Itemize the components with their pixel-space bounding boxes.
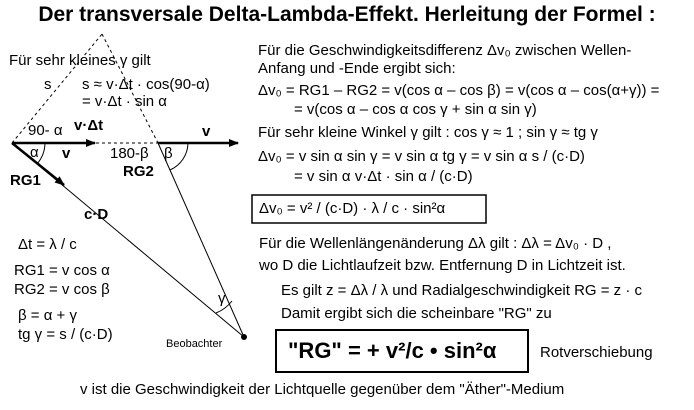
text-line-6: Δv₀ = v sin α sin γ = v sin α tg γ = v s… — [258, 148, 585, 165]
label-beta: β — [164, 145, 173, 162]
label-v-small: v — [62, 145, 71, 162]
formula-beta: β = α + γ — [18, 307, 77, 324]
dashed-line-right — [101, 33, 159, 144]
rg-formula: "RG" = + v²/c • sin²α — [288, 338, 497, 363]
label-rotverschiebung: Rotverschiebung — [540, 344, 653, 361]
text-line-10: Es gilt z = Δλ / λ und Radialgeschwindig… — [281, 282, 643, 299]
label-v-right: v — [202, 123, 211, 140]
alpha-arc — [36, 142, 46, 165]
page-title: Der transversale Delta-Lambda-Effekt. He… — [38, 3, 656, 26]
text-line-8: Für die Wellenlängenänderung Δλ gilt : Δ… — [259, 235, 612, 252]
note-small-gamma: Für sehr kleines γ gilt — [9, 52, 151, 69]
formula-rg1: RG1 = v cos α — [14, 262, 110, 279]
text-line-11: Damit ergibt sich die scheinbare "RG" zu — [281, 305, 552, 322]
text-line-5: Für sehr kleine Winkel γ gilt : cos γ ≈ … — [258, 124, 598, 141]
approx-line-1: s ≈ v·Δt · cos(90-α) — [82, 76, 210, 93]
rg-formula-box — [275, 329, 529, 373]
boxed-result: Δv₀ = v² / (c·D) · λ / c · sin²α — [259, 200, 446, 217]
footer-note: v ist die Geschwindigkeit der Lichtquell… — [80, 381, 565, 398]
rg1-arrow — [11, 142, 65, 186]
label-gamma: γ — [218, 290, 226, 307]
gamma-arc — [215, 300, 233, 314]
text-line-7: = v sin α v·Δt · sin α / (c·D) — [294, 168, 473, 185]
angle-180-minus-beta: 180-β — [110, 145, 149, 162]
label-s: s — [44, 76, 52, 93]
text-line-2: Anfang und -Ende ergibt sich: — [258, 60, 456, 77]
formula-rg2: RG2 = v cos β — [14, 281, 110, 298]
label-beobachter: Beobachter — [166, 338, 223, 350]
formula-tg-gamma: tg γ = s / (c·D) — [18, 326, 113, 343]
ray-rg2 — [157, 142, 245, 338]
result-box — [251, 194, 487, 224]
text-line-4: = v(cos α – cos α cos γ + sin α sin γ) — [294, 101, 537, 118]
angle-90-minus-alpha: 90- α — [28, 122, 63, 139]
approx-line-2: = v·Δt · sin α — [82, 93, 167, 110]
label-rg1: RG1 — [10, 172, 41, 189]
beta-arc — [169, 142, 189, 171]
text-line-9: wo D die Lichtlaufzeit bzw. Entfernung D… — [259, 257, 626, 274]
label-alpha: α — [30, 144, 39, 161]
label-v-delta-t: v·Δt — [74, 117, 104, 134]
observer-dot — [241, 334, 247, 340]
formula-delta-t: Δt = λ / c — [18, 236, 77, 253]
label-rg2: RG2 — [123, 163, 154, 180]
text-line-1: Für die Geschwindigkeitsdifferenz Δv₀ zw… — [258, 42, 632, 59]
label-c-d: c·D — [84, 206, 109, 223]
text-line-3: Δv₀ = RG1 – RG2 = v(cos α – cos β) = v(c… — [258, 82, 660, 99]
